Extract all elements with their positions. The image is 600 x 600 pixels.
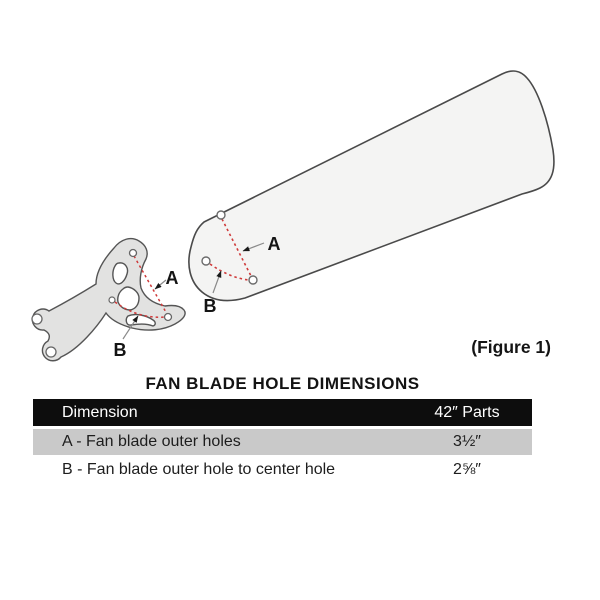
figure-caption: (Figure 1) — [471, 337, 551, 357]
bracket-yoke-hole-upper — [31, 313, 43, 325]
label-a-bracket: A — [166, 268, 179, 288]
row-a-dimension: A - Fan blade outer holes — [62, 433, 241, 450]
label-b-blade: B — [204, 296, 217, 316]
fan-blade-shape — [188, 70, 555, 302]
bracket-hole-top — [128, 248, 138, 258]
fan-blade: A B — [188, 70, 555, 316]
table-title: FAN BLADE HOLE DIMENSIONS — [145, 374, 420, 393]
blade-hole-top — [216, 210, 226, 220]
table-row-a: A - Fan blade outer holes 3½″ — [33, 429, 532, 455]
bracket-hole-bottom — [163, 312, 173, 322]
label-a-blade-arrow — [242, 242, 265, 252]
label-b-bracket-arrow — [122, 315, 139, 340]
row-b-value: 2⅝″ — [453, 461, 481, 478]
dimension-line-b-blade — [209, 263, 250, 281]
bracket-hole-center — [108, 296, 116, 304]
label-a-bracket-arrow — [154, 279, 167, 290]
label-a-blade: A — [268, 234, 281, 254]
column-header-parts: 42″ Parts — [434, 403, 500, 421]
bracket-yoke-hole-lower — [45, 346, 57, 358]
row-a-value: 3½″ — [453, 433, 481, 450]
blade-hole-bottom — [248, 275, 258, 285]
row-b-dimension: B - Fan blade outer hole to center hole — [62, 461, 336, 478]
fan-blade-diagram: A B A B (Figure 1) — [31, 70, 555, 362]
table-row-b: B - Fan blade outer hole to center hole … — [33, 457, 532, 483]
dimensions-table: FAN BLADE HOLE DIMENSIONS Dimension 42″ … — [33, 374, 532, 483]
table-header-row: Dimension 42″ Parts — [33, 399, 532, 426]
label-b-blade-arrow — [212, 270, 222, 294]
column-header-dimension: Dimension — [62, 403, 138, 421]
dimension-line-a-bracket — [133, 255, 168, 315]
blade-hole-center — [201, 256, 211, 266]
blade-iron-bracket: A B — [31, 237, 186, 362]
label-b-bracket: B — [114, 340, 127, 360]
